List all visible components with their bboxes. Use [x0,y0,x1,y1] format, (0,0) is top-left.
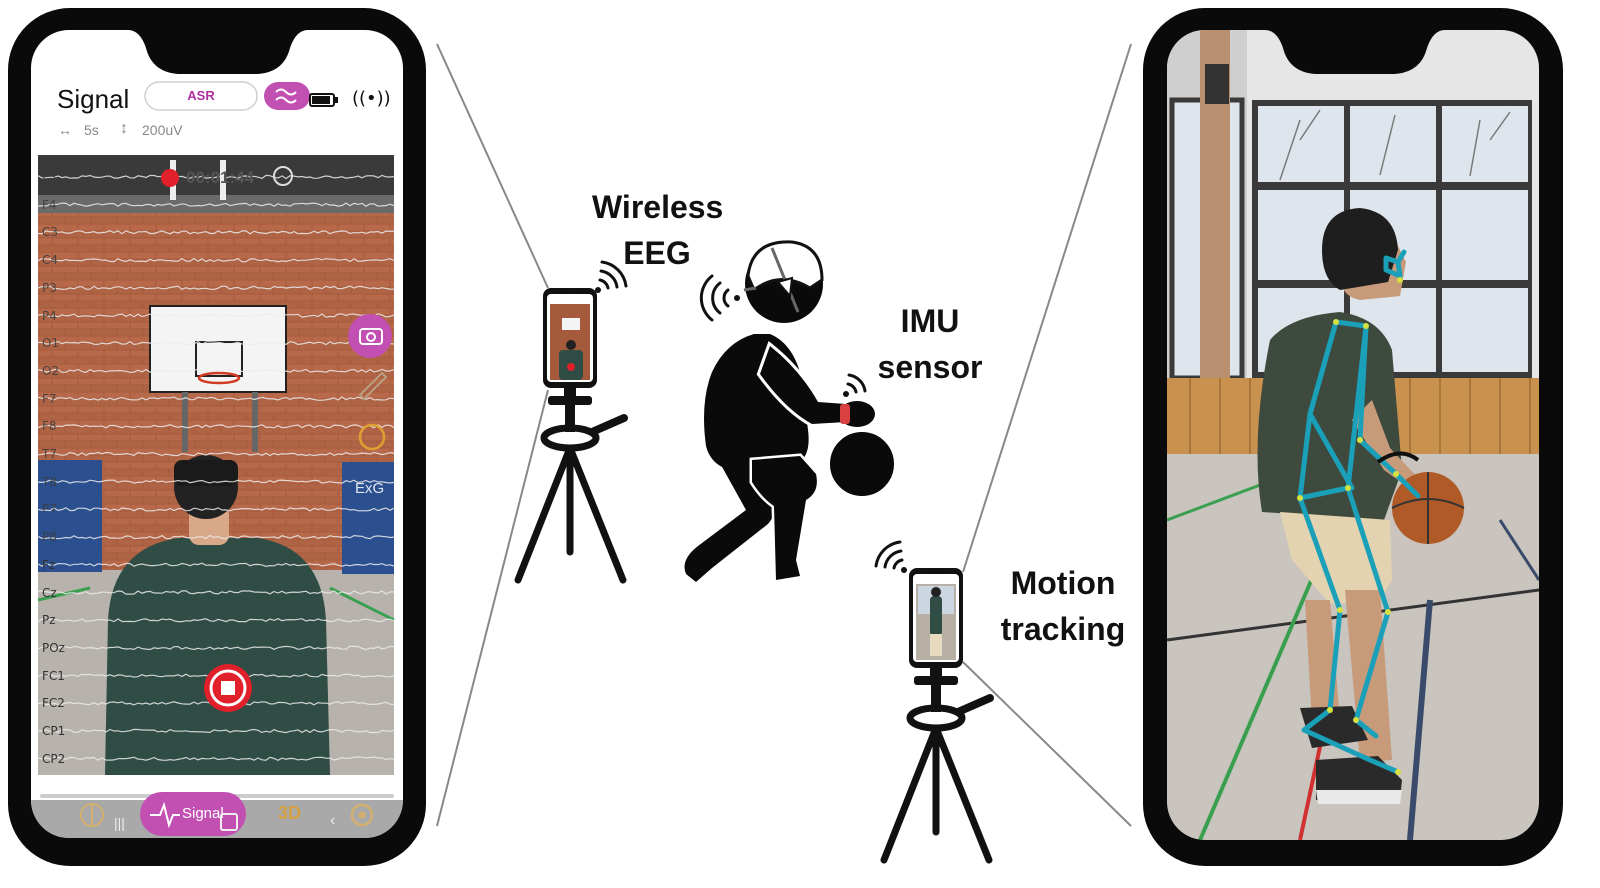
motion-camera-feed [1167,30,1539,840]
